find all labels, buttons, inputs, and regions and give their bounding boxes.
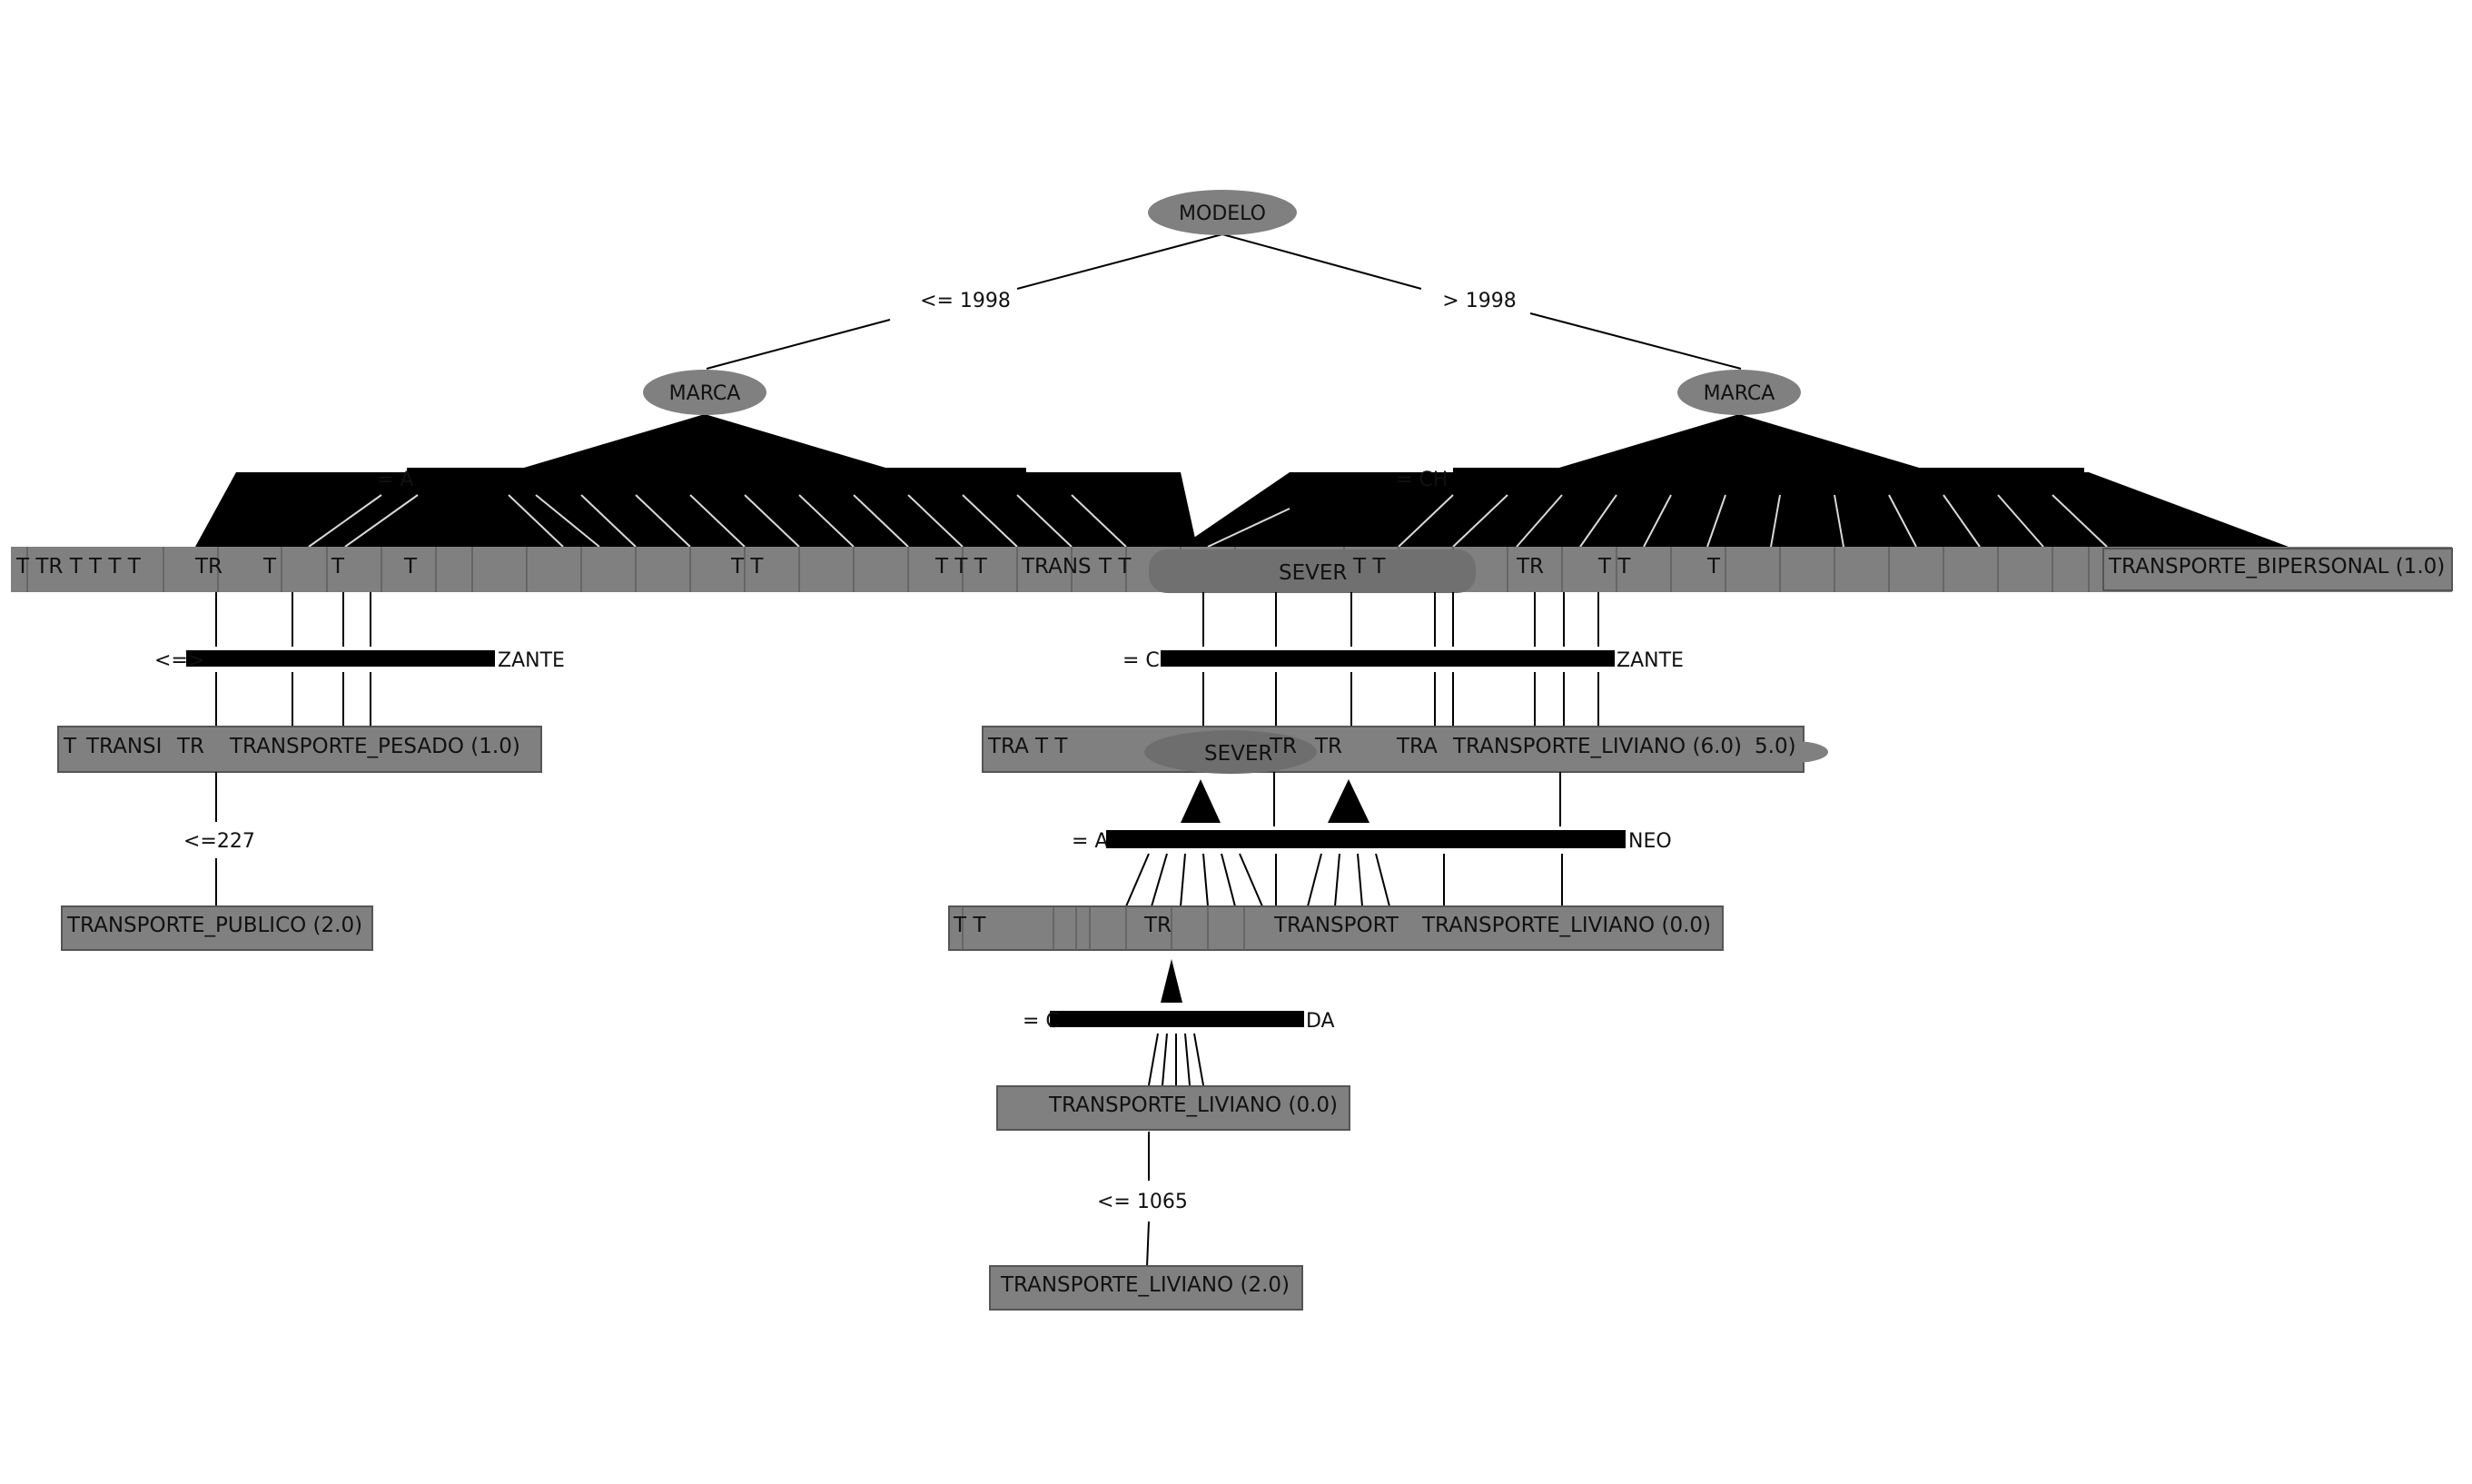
row3-t: T [63, 735, 77, 758]
row3-sever-node[interactable] [1144, 730, 1317, 774]
right-fan-label-bar: = CH [1396, 468, 2084, 491]
row1-left-t1: T [262, 555, 277, 579]
row1-mid-t3: T T [1098, 555, 1132, 579]
row1-sever-label: SEVER [1279, 561, 1347, 585]
row7-liviano-label: TRANSPORTE_LIVIANO (0.0) [1048, 1093, 1338, 1117]
row6-connectors [1161, 959, 1182, 1003]
row3-tail: 5.0) [1755, 735, 1796, 758]
row3-tr: TR [176, 735, 204, 758]
row4-down-connectors [215, 853, 1563, 907]
row1-left-stub: T TR T T T T [15, 555, 142, 579]
row4-left-split: <=227 [183, 830, 255, 853]
row4-mid-prefix: = A [1072, 830, 1108, 853]
row8-connectors [1146, 1132, 1150, 1268]
row8-split: <= 1065 [1097, 1191, 1188, 1213]
branch-label-left: <= 1998 [920, 290, 1011, 312]
row5-mid-group: T T TR TRANSPORT TRANSPORTE_LIVIANO (0.0… [948, 905, 1724, 951]
marca-node-left[interactable]: MARCA [643, 370, 766, 415]
row2-left-prefix: <=> [154, 649, 204, 672]
row4-connectors [215, 772, 1561, 826]
publico-label: TRANSPORTE_PUBLICO (2.0) [66, 914, 362, 937]
row5-tr: TR [1143, 914, 1172, 937]
row3-mid-group: TRA T T SEVER TR TR TRA TRANSPORTE_LIVIA… [982, 726, 1828, 774]
row3-tra: TRA [987, 735, 1029, 758]
row1-mid-t2: T T T [934, 555, 988, 579]
row1-left-t3: T [403, 555, 418, 579]
row1-sever-node[interactable] [1149, 549, 1476, 593]
row2-connectors [215, 592, 1599, 647]
row6-down-connectors [1148, 1033, 1204, 1086]
leaf-transporte-liviano-row7[interactable]: TRANSPORTE_LIVIANO (0.0) [996, 1085, 1350, 1131]
row2-left-tail: ZANTE [498, 649, 565, 672]
row4-mid-tail: NEO [1628, 830, 1672, 853]
leaf-transporte-liviano-row9[interactable]: TRANSPORTE_LIVIANO (2.0) [989, 1265, 1303, 1311]
row1-mid-t1: T T [730, 555, 764, 579]
bipersonal-label: TRANSPORTE_BIPERSONAL (1.0) [2108, 555, 2445, 579]
row1-right-t3: T [1706, 555, 1721, 579]
left-fan-label-bar: = A [377, 468, 1026, 491]
row2-down-connectors [215, 672, 1599, 727]
row2-mid-tail: ZANTE [1617, 649, 1684, 672]
row1-right-t2: T T [1597, 555, 1631, 579]
root-node-label: MODELO [1179, 203, 1266, 225]
leaf-transporte-pesado[interactable]: TRANSPORTE_PESADO (1.0) [229, 735, 520, 758]
row9-liviano-label: TRANSPORTE_LIVIANO (2.0) [1000, 1273, 1290, 1297]
leaf-transporte-liviano-6[interactable]: TRANSPORTE_LIVIANO (6.0) [1452, 735, 1742, 758]
row3-tra-right: TRA [1396, 735, 1438, 758]
leaf-transporte-liviano-row5[interactable]: TRANSPORTE_LIVIANO (0.0) [1421, 914, 1711, 937]
branch-label-right: > 1998 [1442, 290, 1516, 312]
tree-edges [706, 233, 1742, 370]
row5-t-stub: T T [953, 914, 986, 937]
row3-left-group: T TRANSI TR TRANSPORTE_PESADO (1.0) [57, 726, 542, 773]
leaf-transporte-publico[interactable]: TRANSPORTE_PUBLICO (2.0) [61, 905, 373, 951]
row1-mid-trans: TRANS [1021, 555, 1092, 579]
row3-tr-mid: TR [1269, 735, 1297, 758]
row3-sever-label: SEVER [1204, 742, 1272, 766]
row3-tr-mid2: TR [1314, 735, 1342, 758]
marca-left-label: MARCA [669, 382, 741, 405]
row6-split: = C DA [1023, 1010, 1335, 1033]
row6-split-tail: DA [1306, 1010, 1335, 1033]
marca-right-label: MARCA [1704, 382, 1775, 405]
row2-split-labels: <=> ZANTE = C ZANTE [154, 649, 1684, 672]
row1-right-tr: TR [1516, 555, 1544, 579]
row1-left-tr: TR [194, 555, 222, 579]
row1-left-t2: T [331, 555, 345, 579]
row4-mid-split: = A NEO [1072, 830, 1672, 853]
left-marca-fan [195, 414, 1197, 548]
row1-right-t: T T [1352, 555, 1386, 579]
leaf-transporte-bipersonal[interactable]: TRANSPORTE_BIPERSONAL (1.0) [2102, 548, 2453, 591]
root-node-modelo[interactable]: MODELO [1148, 190, 1297, 235]
row3-t-mid: T T [1034, 735, 1068, 758]
row1-leaf-band: T TR T T T T TR T T T T T T T T TRANS T … [11, 547, 2452, 593]
row3-sever-fans [1181, 779, 1369, 823]
marca-node-right[interactable]: MARCA [1677, 370, 1801, 415]
row2-mid-prefix: = C [1122, 649, 1160, 672]
left-fan-label: = A [377, 469, 413, 491]
right-fan-label: = CH [1396, 469, 1448, 491]
row3-transp: TRANSI [85, 735, 162, 758]
right-marca-fan [1181, 414, 2289, 548]
row6-split-prefix: = C [1023, 1010, 1060, 1033]
row5-transport: TRANSPORT [1273, 914, 1399, 937]
